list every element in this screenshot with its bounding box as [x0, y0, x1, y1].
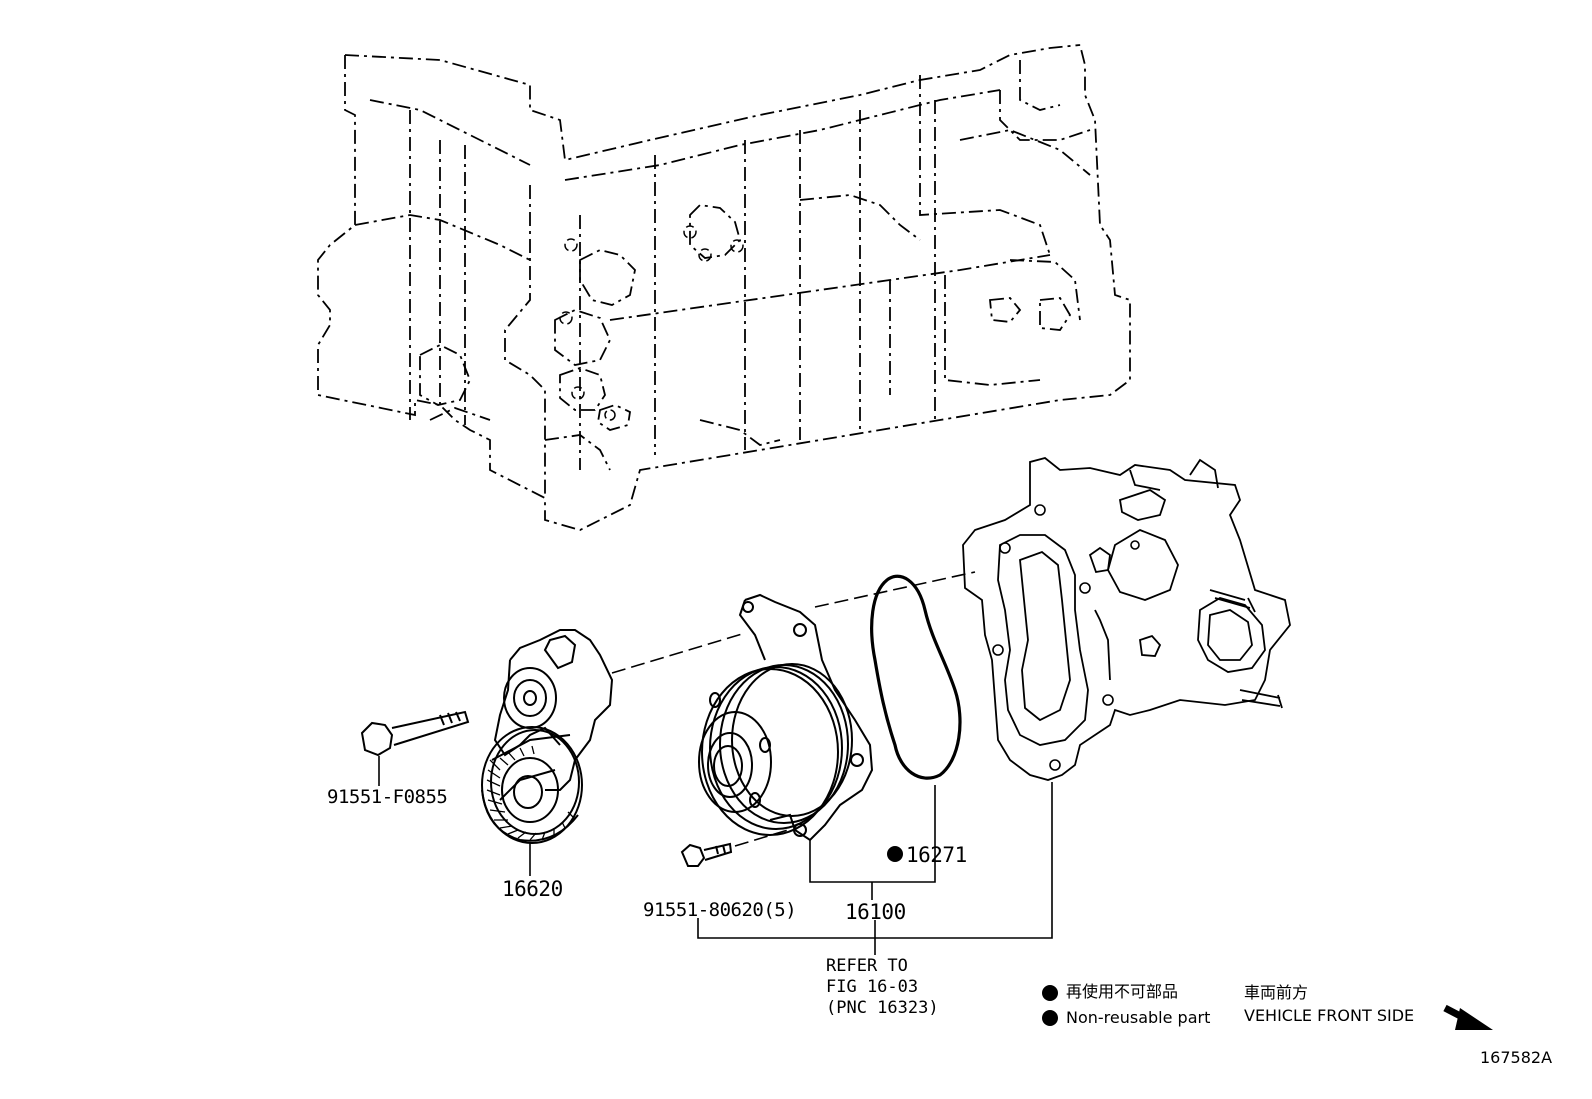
legend-front-jp: 車両前方: [1244, 983, 1309, 1002]
part-number-bolt-pump: 91551-80620(5): [643, 899, 797, 921]
refer-note: REFER TO FIG 16-03 (PNC 16323): [826, 956, 939, 1019]
leader-lines: [378, 756, 1053, 955]
refer-line-1: REFER TO: [826, 956, 908, 976]
part-number-gasket: 16271: [906, 843, 967, 867]
bolt-pump-drawing: [680, 842, 733, 867]
engine-block-outline: [317, 44, 1131, 531]
non-reusable-bullet-icon: [887, 846, 903, 862]
bolt-tensioner-drawing: [360, 710, 470, 757]
non-reusable-bullet-icon: [1042, 985, 1058, 1001]
gasket-drawing: [870, 574, 962, 780]
legend-non-reusable-jp: 再使用不可部品: [1066, 982, 1179, 1001]
refer-line-3: (PNC 16323): [826, 998, 939, 1018]
part-number-tensioner: 16620: [502, 877, 563, 901]
legend-non-reusable-en: Non-reusable part: [1066, 1008, 1211, 1027]
engine-front-housing: [962, 457, 1291, 781]
alignment-lines: [611, 571, 976, 847]
legend-front-en: VEHICLE FRONT SIDE: [1244, 1006, 1415, 1025]
refer-line-2: FIG 16-03: [826, 977, 919, 997]
front-direction-arrow-icon: [1443, 1004, 1493, 1030]
water-pump-drawing: [698, 593, 874, 842]
non-reusable-bullet-icon: [1042, 1010, 1058, 1026]
figure-id: 167582A: [1480, 1048, 1553, 1067]
pulley-ribs: [486, 745, 575, 841]
part-number-water-pump: 16100: [845, 900, 906, 924]
part-number-bolt-tensioner: 91551-F0855: [327, 786, 448, 808]
